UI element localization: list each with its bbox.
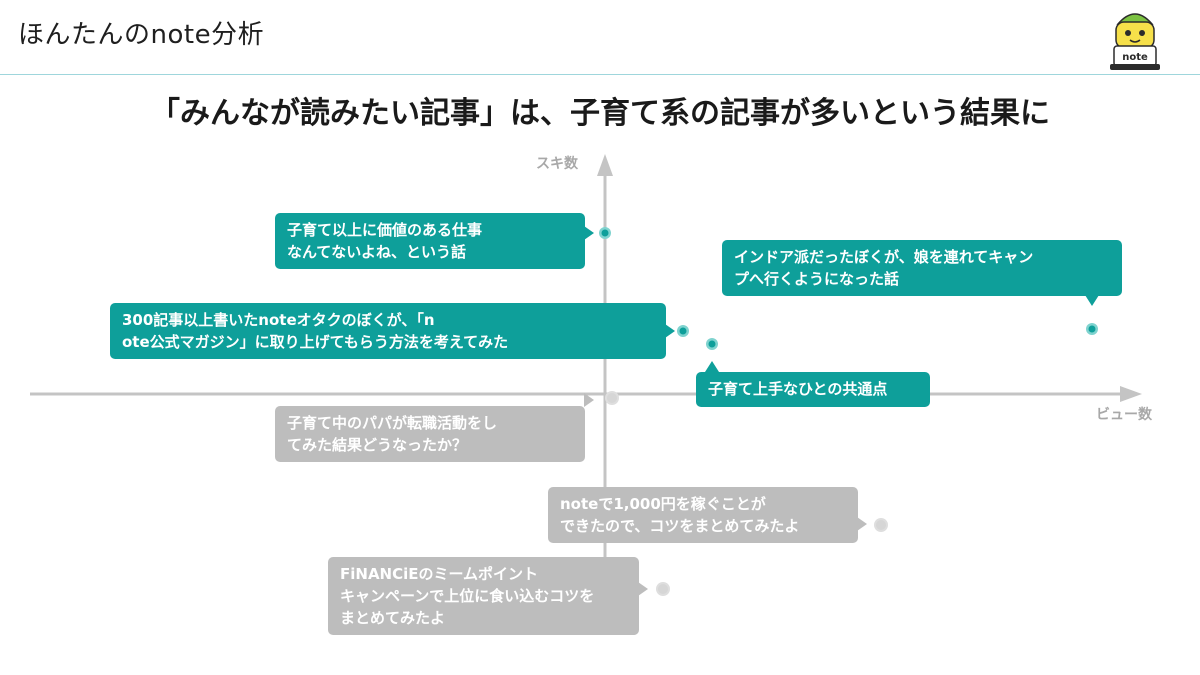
scatter-point [601,229,609,237]
callout-pointer [857,517,867,531]
y-axis-arrow [597,154,613,176]
scatter-point [876,520,886,530]
page-title: ほんたんのnote分析 [18,20,265,50]
callout-pointer [705,361,719,372]
callout-pointer [584,393,594,407]
callout-pointer [584,226,594,240]
scatter-point [708,340,716,348]
point-label-callout: インドア派だったぼくが、娘を連れてキャン プへ行くようになった話 [722,240,1122,296]
mascot-label: note [1122,52,1148,63]
x-axis-label: ビュー数 [1096,407,1152,423]
point-label-callout: 300記事以上書いたnoteオタクのぼくが、「n ote公式マガジン」に取り上げ… [110,303,666,359]
callout-pointer [665,324,675,338]
callout-pointer [1085,295,1099,306]
callout-pointer [638,582,648,596]
header-divider [0,74,1200,75]
mascot-logo: note [1102,4,1168,72]
point-label-callout: 子育て上手なひとの共通点 [696,372,930,407]
point-label-callout: FiNANCiEのミームポイント キャンペーンで上位に食い込むコツを まとめてみ… [328,557,639,635]
point-label-callout: 子育て中のパパが転職活動をし てみた結果どうなったか？ [275,406,585,462]
scatter-point [658,584,668,594]
scatter-point [1088,325,1096,333]
point-label-callout: 子育て以上に価値のある仕事 なんてないよね、という話 [275,213,585,269]
scatter-point [607,393,617,403]
point-label-callout: noteで1,000円を稼ぐことが できたので、コツをまとめてみたよ [548,487,858,543]
slide-title: 「みんなが読みたい記事」は、子育て系の記事が多いという結果に [150,96,1050,131]
y-axis-label: スキ数 [536,156,578,172]
scatter-point [679,327,687,335]
x-axis-arrow [1120,386,1142,402]
